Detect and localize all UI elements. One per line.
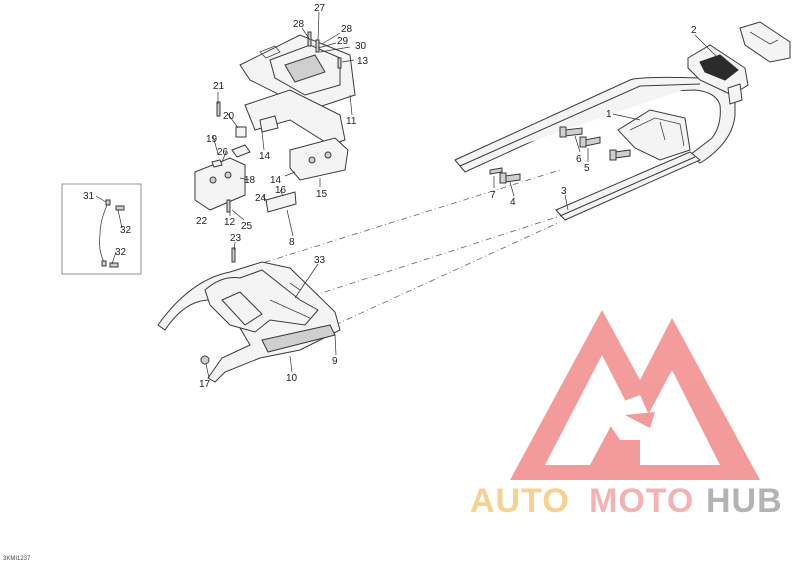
light-bracket (194, 144, 251, 211)
screw (337, 57, 342, 69)
nut (200, 355, 210, 365)
callout-label: 16 (275, 185, 287, 196)
callout-label: 19 (206, 134, 218, 145)
alignment-line (299, 215, 561, 301)
screw (216, 101, 221, 117)
callout-label: 6 (576, 154, 582, 165)
callout-label: 33 (314, 255, 326, 266)
callout-label: 10 (286, 373, 298, 384)
callout-label: 9 (332, 356, 338, 367)
alignment-line (239, 169, 561, 271)
logo-triangle (510, 310, 760, 480)
callout-label: 13 (357, 56, 369, 67)
callout-label: 23 (230, 233, 242, 244)
callout-label: 4 (510, 197, 516, 208)
callout-label: 5 (584, 163, 590, 174)
bolt (559, 126, 583, 138)
callout-label: 11 (346, 116, 357, 127)
callout-label: 24 (255, 193, 267, 204)
tail-light (687, 21, 791, 105)
callout-label: 30 (355, 41, 367, 52)
screw (231, 247, 236, 263)
screw (315, 39, 320, 53)
reflector-plate (289, 137, 349, 181)
callout-label: 2 (691, 25, 697, 36)
callout-label: 31 (83, 191, 95, 202)
callout-label: 17 (199, 379, 211, 390)
callout-label: 29 (337, 36, 349, 47)
clip (235, 126, 247, 138)
rear-fender (157, 261, 341, 383)
callout-label: 22 (196, 216, 208, 227)
rack-bracket (617, 109, 691, 161)
callout-label: 25 (241, 221, 253, 232)
logo-moto: MOTO (589, 482, 694, 520)
license-plate-holder (239, 34, 356, 111)
callout-label: 21 (213, 81, 225, 92)
callout-label: 8 (289, 237, 295, 248)
callout-label: 12 (224, 217, 236, 228)
callout-label: 20 (223, 111, 235, 122)
callout-label: 32 (115, 247, 127, 258)
callout-label: 14 (259, 151, 271, 162)
alignment-line (334, 221, 561, 326)
callout-label: 28 (341, 24, 353, 35)
callouts: 1 2 3 4 5 6 7 8 9 10 11 12 13 14 14 15 1… (83, 3, 697, 390)
bolt (609, 149, 631, 161)
callout-label: 7 (490, 190, 496, 201)
rack-rail (454, 76, 736, 221)
callout-label: 15 (316, 189, 328, 200)
callout-label: 1 (606, 109, 612, 120)
callout-label: 32 (120, 225, 132, 236)
screw (226, 199, 231, 213)
logo-hub: HUB (706, 482, 783, 520)
callout-label: 27 (314, 3, 326, 14)
reflector (265, 191, 297, 213)
callout-label: 28 (293, 19, 305, 30)
watermark-logo: AUTO MOTO HUB (470, 310, 783, 520)
callout-label: 14 (270, 175, 282, 186)
bolt (489, 167, 521, 184)
callout-label: 26 (217, 147, 229, 158)
bolt (579, 136, 601, 148)
callout-label: 18 (244, 175, 256, 186)
leader-lines (95, 11, 721, 379)
logo-auto: AUTO (470, 482, 570, 520)
reference-code: 3KMI1237 (3, 556, 31, 562)
callout-label: 3 (561, 186, 567, 197)
